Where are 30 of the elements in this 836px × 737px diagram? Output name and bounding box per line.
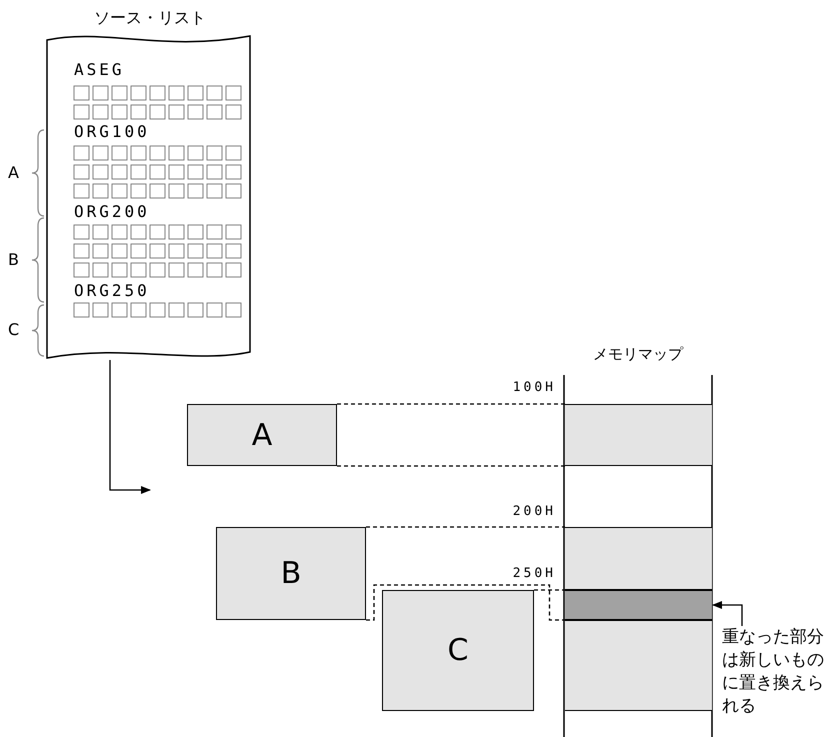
dashed-line [534,589,565,591]
memory-region [565,620,712,711]
code-line: ORG100 [74,122,150,141]
dashed-line [366,584,565,621]
arrow [109,360,151,494]
address-label: 100H [512,380,556,395]
section-label: A [8,163,19,182]
map-title: メモリマップ [592,345,684,364]
list-title: ソース・リスト [93,8,207,29]
block-label: A [252,418,272,452]
memory-region [565,404,712,466]
leader-line [712,601,743,626]
code-line: ORG200 [74,202,150,221]
code-line: ORG250 [74,281,150,300]
dashed-line [337,465,565,467]
note-text: 重なった部分は新しいものに置き換えられる [722,626,825,718]
section-label: B [8,250,19,269]
code-line: ASEG [74,60,125,79]
program-block [382,590,534,711]
address-label: 200H [512,504,556,519]
program-block [187,404,337,466]
dashed-line [366,526,565,528]
address-label: 250H [512,566,556,581]
memory-region [565,590,712,620]
block-label: B [280,556,302,591]
dashed-line [337,403,565,405]
memory-region [565,527,712,590]
program-block [216,527,366,620]
block-label: C [448,633,468,668]
section-label: C [8,320,20,339]
